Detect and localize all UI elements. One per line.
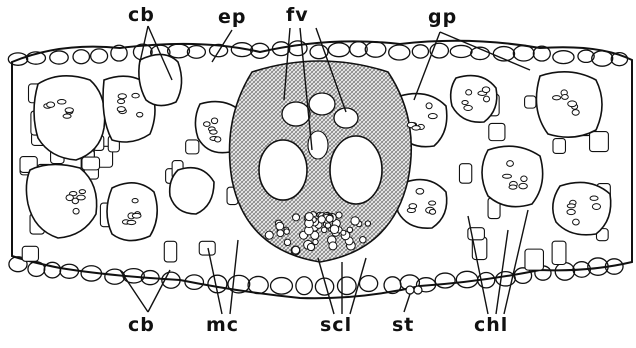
chloroplast	[426, 103, 432, 109]
sclerenchyma-cell	[347, 227, 352, 232]
chloroplast	[573, 219, 580, 225]
chloroplast	[428, 114, 437, 119]
label-ep: ep	[218, 8, 247, 27]
chloroplast	[416, 188, 424, 194]
chloroplast	[211, 118, 217, 124]
sclerenchyma-cell	[329, 242, 337, 250]
sclerenchyma-cell	[277, 230, 284, 237]
chloroplast	[553, 96, 561, 100]
sclerenchyma-cell	[365, 221, 370, 226]
large-vessel-right	[330, 136, 382, 204]
sclerenchyma-cell	[305, 213, 313, 221]
label-mc: mc	[206, 316, 239, 335]
chloroplast	[63, 114, 71, 118]
sclerenchyma-cell	[351, 217, 359, 225]
sclerenchyma-cell	[313, 239, 318, 244]
sclerenchyma-cell	[307, 243, 314, 250]
chloroplast	[412, 126, 420, 131]
chloroplast	[503, 174, 512, 178]
label-fv: fv	[286, 6, 309, 25]
chloroplast	[79, 190, 85, 194]
chloroplast	[137, 112, 143, 117]
chloroplast	[132, 198, 138, 202]
chloroplast	[132, 213, 141, 218]
chloroplast	[204, 122, 211, 127]
chloroplast	[592, 204, 600, 210]
label-chl: chl	[474, 316, 508, 335]
label-cb-top: cb	[128, 6, 155, 25]
chloroplast	[210, 130, 218, 134]
sclerenchyma-cell	[284, 229, 289, 234]
chloroplast	[77, 195, 85, 200]
chloroplast	[73, 208, 79, 214]
mesophyll-cell	[590, 132, 609, 152]
chloroplast	[562, 95, 569, 100]
mesophyll-cell	[199, 241, 215, 255]
label-scl: scl	[320, 316, 352, 335]
chloroplast	[118, 99, 125, 104]
chloroplast	[572, 110, 579, 116]
sclerenchyma-cell	[292, 246, 300, 254]
sclerenchyma-cell	[265, 231, 273, 239]
chloroplast	[482, 87, 489, 93]
mesophyll-cell	[525, 249, 543, 270]
chloroplast	[429, 201, 436, 205]
mesophyll-cell	[525, 96, 536, 108]
chloroplast	[519, 183, 527, 189]
chloroplast	[127, 220, 136, 224]
chloroplast	[47, 102, 55, 107]
sclerenchyma-cell	[330, 225, 339, 234]
upper-vessel-mid	[309, 93, 335, 115]
label-cb-bottom: cb	[128, 316, 155, 335]
large-vessel-left	[259, 140, 307, 200]
chloroplast	[567, 204, 575, 208]
chloroplast	[65, 108, 73, 113]
mesophyll-cell	[459, 164, 471, 184]
chloroplast	[590, 196, 598, 200]
mesophyll-cell	[489, 123, 505, 140]
chloroplast	[509, 185, 517, 189]
sclerenchyma-cell	[284, 239, 290, 245]
epidermal-cell	[28, 262, 45, 277]
chloroplast	[466, 90, 472, 95]
chloroplast	[409, 204, 417, 209]
mesophyll-cell	[553, 139, 565, 154]
sclerenchyma-cell	[293, 214, 300, 221]
chloroplast	[568, 101, 577, 107]
upper-vessel-left	[282, 102, 310, 126]
sclerenchyma-cell	[318, 216, 325, 223]
chloroplast	[118, 94, 126, 99]
sclerenchyma-cell	[360, 237, 366, 243]
sclerenchyma-cell	[336, 212, 342, 218]
chloroplast	[117, 107, 125, 112]
chloroplast	[483, 96, 489, 102]
mesophyll-cell	[82, 157, 100, 170]
chloroplast	[464, 105, 472, 110]
chloroplast	[132, 93, 139, 98]
sclerenchyma-cell	[341, 230, 346, 235]
chloroplast	[521, 176, 527, 182]
chloroplast	[507, 161, 514, 167]
mesophyll-cell	[552, 241, 566, 264]
chloroplast	[215, 137, 221, 142]
mesophyll-cell	[164, 241, 176, 262]
chloroplast	[567, 209, 575, 214]
chloroplast	[429, 209, 435, 214]
mesophyll-cell	[22, 246, 38, 261]
label-st: st	[392, 316, 414, 335]
chloroplast	[462, 100, 468, 104]
sclerenchyma-cell	[326, 215, 333, 222]
chloroplast	[57, 99, 66, 104]
mesophyll-cell	[186, 140, 199, 154]
sclerenchyma-cell	[276, 222, 284, 230]
label-gp: gp	[428, 8, 457, 27]
chloroplast	[66, 195, 73, 201]
